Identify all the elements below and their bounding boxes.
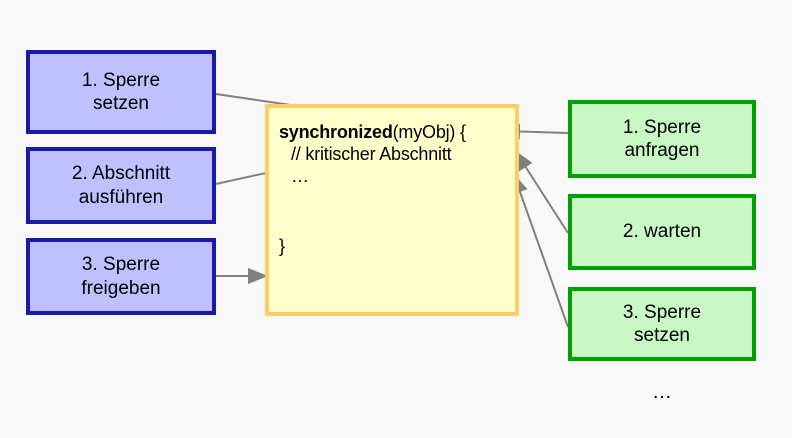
- right-box-3-line2: setzen: [634, 325, 690, 346]
- left-box-1[interactable]: 1. Sperre setzen: [26, 50, 216, 134]
- left-box-3-line1: 3. Sperre: [81, 254, 161, 276]
- left-box-1-line2: setzen: [93, 93, 149, 114]
- right-box-1-line2: anfragen: [624, 140, 700, 161]
- code-line-1-rest: (myObj) {: [392, 122, 466, 142]
- code-line-3: …: [291, 165, 309, 186]
- arrow-right2-to-code: [514, 150, 569, 234]
- code-line-1: synchronized(myObj) {: [279, 122, 466, 144]
- left-box-3-line2: freigeben: [81, 277, 161, 299]
- left-box-1-line1: 1. Sperre: [81, 69, 161, 91]
- right-column-ellipsis: …: [652, 381, 672, 403]
- right-box-1-line1: 1. Sperre: [622, 116, 702, 138]
- arrow-right3-to-code: [512, 173, 569, 328]
- code-line-2: // kritischer Abschnitt: [291, 143, 452, 164]
- right-box-2-line1: 2. warten: [622, 221, 702, 243]
- code-keyword-synchronized: synchronized: [279, 122, 393, 142]
- left-box-2[interactable]: 2. Abschnitt ausführen: [26, 147, 216, 224]
- left-box-2-line1: 2. Abschnitt: [71, 163, 171, 185]
- code-line-4: }: [279, 235, 285, 256]
- left-box-3[interactable]: 3. Sperre freigeben: [26, 238, 216, 315]
- right-box-1[interactable]: 1. Sperre anfragen: [568, 100, 756, 178]
- left-box-2-line2: ausführen: [78, 186, 164, 208]
- right-box-3-line1: 3. Sperre: [622, 301, 702, 323]
- synchronized-code-block[interactable]: synchronized(myObj) { // kritischer Absc…: [265, 104, 519, 316]
- right-box-3[interactable]: 3. Sperre setzen: [568, 287, 756, 361]
- right-box-2[interactable]: 2. warten: [568, 194, 756, 270]
